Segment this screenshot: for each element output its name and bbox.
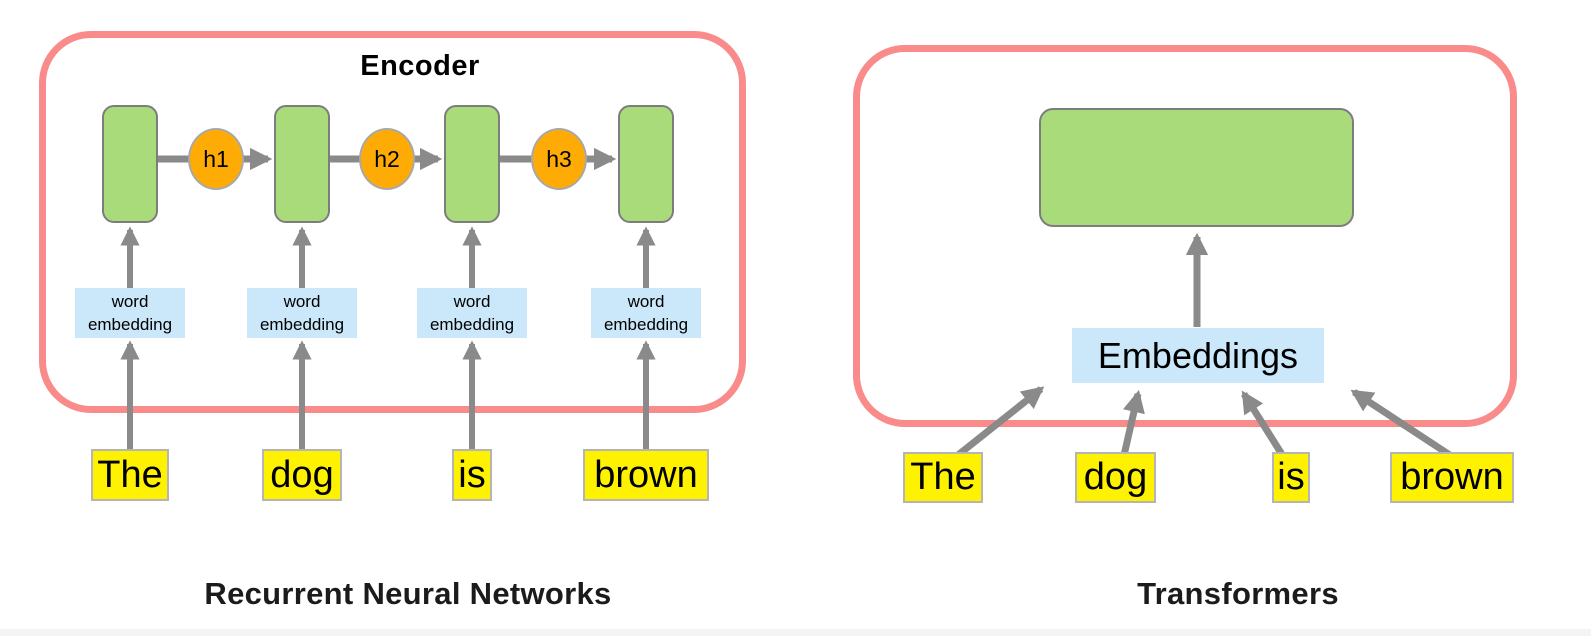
word-embedding-box-2-line1: word — [283, 291, 321, 311]
word-embedding-box-4-line2: embedding — [603, 315, 689, 334]
word-box-is-left-label: is — [458, 453, 486, 496]
word-embedding-box-1-line1: word — [111, 291, 149, 311]
rnn-cell-3 — [444, 105, 500, 223]
word-box-the-right: The — [903, 452, 983, 503]
word-box-dog-right-label: dog — [1083, 456, 1148, 498]
transformer-frame — [853, 45, 1517, 427]
word-box-dog-left-label: dog — [270, 453, 334, 496]
hidden-state-h2: h2 — [359, 128, 415, 190]
word-box-brown-right: brown — [1390, 452, 1514, 503]
rnn-cell-4 — [618, 105, 674, 223]
word-box-the-right-label: The — [910, 456, 976, 498]
word-embedding-box-2-line2: embedding — [259, 315, 345, 334]
embeddings-box: Embeddings — [1072, 328, 1324, 383]
word-box-the-left-label: The — [97, 453, 163, 496]
word-embedding-box-1: word embedding — [75, 288, 185, 338]
word-box-is-left: is — [452, 449, 492, 501]
word-embedding-box-3-line2: embedding — [429, 315, 515, 334]
rnn-cell-2 — [274, 105, 330, 223]
word-embedding-box-1-line2: embedding — [87, 315, 173, 334]
transformer-caption: Transformers — [1137, 576, 1339, 611]
hidden-state-h1: h1 — [188, 128, 244, 190]
hidden-state-h2-label: h2 — [374, 145, 400, 172]
word-embedding-box-3-line1: word — [453, 291, 491, 311]
hidden-state-h1-label: h1 — [203, 145, 229, 172]
rnn-cell-1 — [102, 105, 158, 223]
hidden-state-h3: h3 — [531, 128, 587, 190]
word-embedding-box-3: word embedding — [417, 288, 527, 338]
word-box-is-right-label: is — [1277, 456, 1305, 498]
hidden-state-h3-label: h3 — [546, 145, 572, 172]
word-box-dog-right: dog — [1075, 452, 1156, 503]
word-box-brown-right-label: brown — [1400, 456, 1504, 498]
encoder-title: Encoder — [360, 50, 480, 82]
word-box-dog-left: dog — [262, 449, 342, 501]
rnn-encoder-frame — [39, 31, 746, 413]
word-box-the-left: The — [91, 449, 169, 501]
transformer-block — [1039, 108, 1354, 227]
rnn-caption: Recurrent Neural Networks — [204, 576, 612, 611]
word-embedding-box-4-line1: word — [627, 291, 665, 311]
word-box-brown-left: brown — [583, 449, 709, 501]
word-embedding-box-4: word embedding — [591, 288, 701, 338]
word-box-brown-left-label: brown — [594, 453, 698, 496]
word-embedding-box-2: word embedding — [247, 288, 357, 338]
bottom-page-strip — [0, 629, 1591, 636]
embeddings-label: Embeddings — [1097, 334, 1299, 376]
word-box-is-right: is — [1272, 452, 1310, 503]
